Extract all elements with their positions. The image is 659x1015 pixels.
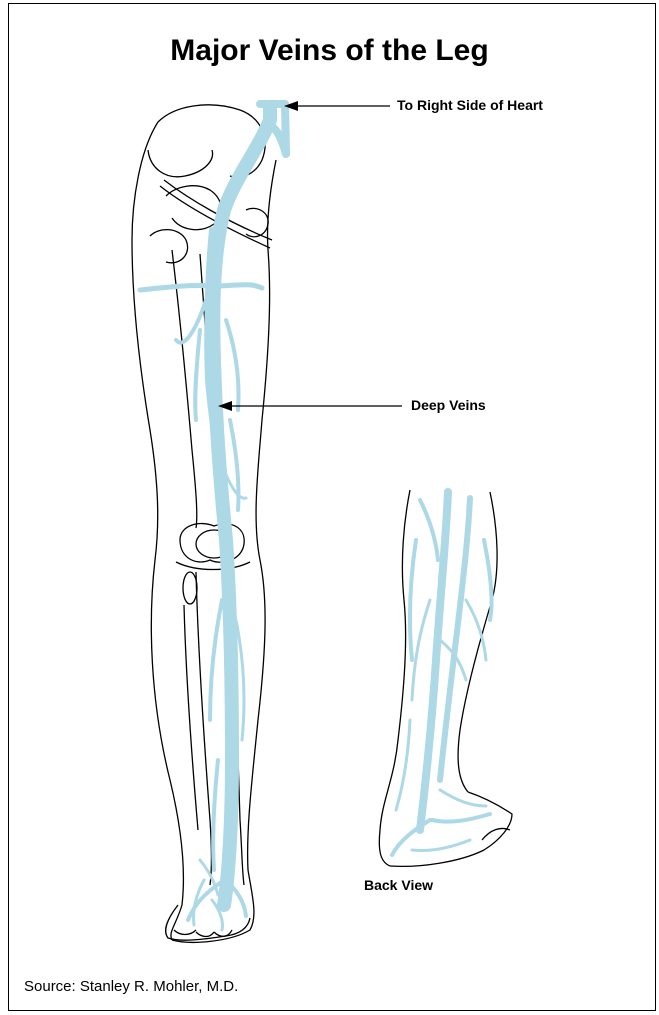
- heart-label: To Right Side of Heart: [397, 97, 543, 113]
- pointer-arrows: [218, 101, 402, 411]
- deep-veins-label: Deep Veins: [411, 397, 486, 413]
- back-view-veins: [392, 492, 492, 855]
- back-view-label: Back View: [364, 877, 433, 893]
- front-leg-veins: [140, 104, 286, 930]
- front-leg-outline: [132, 105, 276, 942]
- source-credit: Source: Stanley R. Mohler, M.D.: [24, 978, 238, 995]
